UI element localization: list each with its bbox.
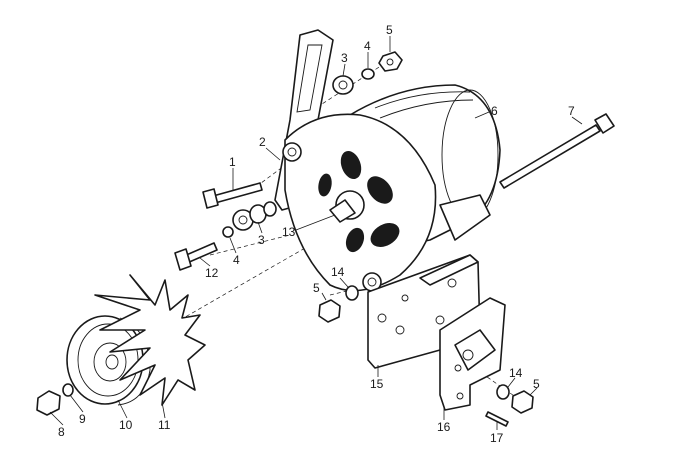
label-15: 15	[370, 377, 384, 391]
left-nut-washer	[318, 285, 359, 323]
label-5-upper: 5	[386, 23, 393, 37]
label-13: 13	[282, 225, 296, 239]
label-5-right: 5	[533, 377, 540, 391]
part-numbers: 1 2 3 4 5 6 7 3 4 12 13 14 5 8 9 10 11 1…	[58, 23, 575, 445]
label-10: 10	[119, 418, 133, 432]
label-12: 12	[205, 266, 219, 280]
alternator-body	[282, 84, 501, 292]
bolt-12	[174, 242, 218, 271]
label-14-right: 14	[509, 366, 523, 380]
label-4-upper: 4	[364, 39, 371, 53]
label-3-lower: 3	[258, 233, 265, 247]
fan	[94, 274, 206, 406]
label-16: 16	[437, 420, 451, 434]
label-11: 11	[158, 418, 171, 432]
label-1: 1	[229, 155, 236, 169]
mounting-bracket-16	[439, 297, 506, 411]
label-4-lower: 4	[233, 253, 240, 267]
bolt-1	[202, 182, 263, 209]
label-9: 9	[79, 412, 86, 426]
right-nut-washer	[496, 384, 534, 414]
label-3-upper: 3	[341, 51, 348, 65]
label-5-left: 5	[313, 281, 320, 295]
label-8: 8	[58, 425, 65, 439]
leader-lines	[49, 36, 583, 430]
label-2: 2	[259, 135, 266, 149]
label-17: 17	[490, 431, 504, 445]
long-bolt	[499, 113, 615, 189]
label-6: 6	[491, 104, 498, 118]
label-7: 7	[568, 104, 575, 118]
pulley	[36, 315, 151, 416]
label-14-left: 14	[331, 265, 345, 279]
lower-washers	[222, 201, 277, 238]
upper-fasteners	[332, 51, 403, 95]
pin-17	[485, 411, 509, 427]
